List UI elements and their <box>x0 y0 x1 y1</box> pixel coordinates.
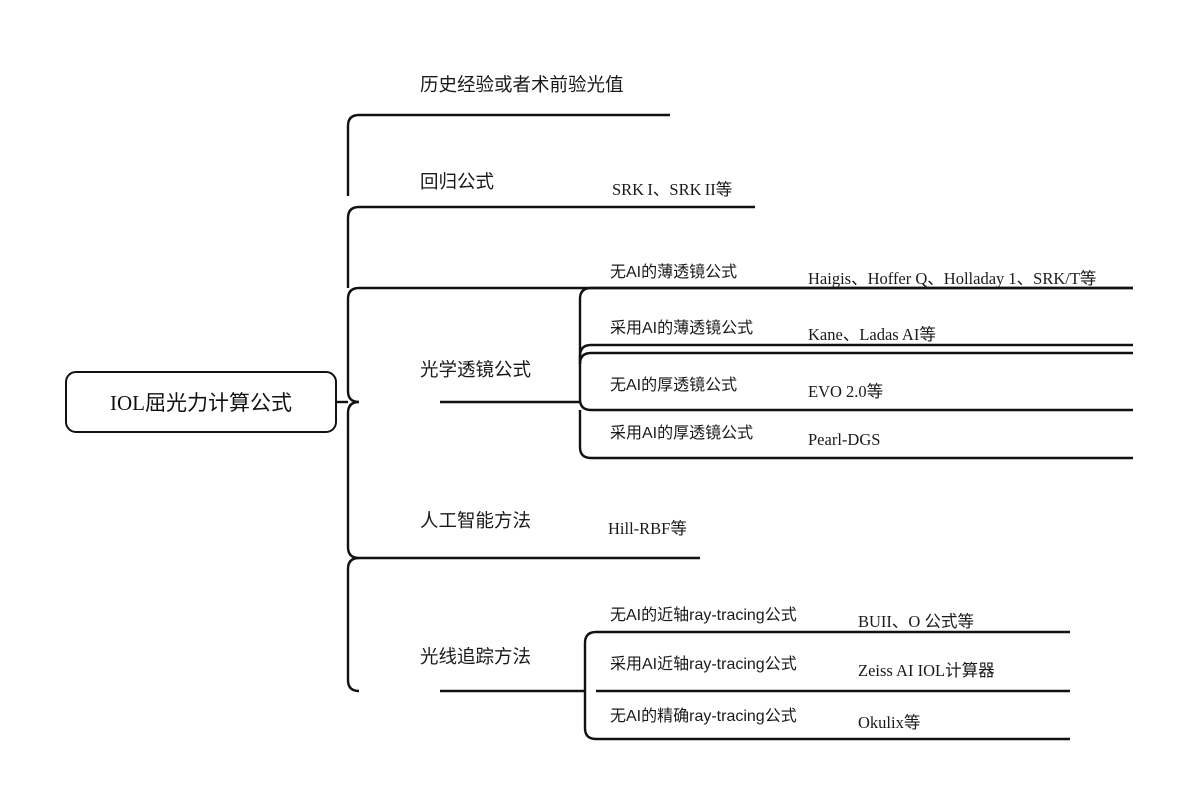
branch-label-history[interactable]: 历史经验或者术前验光值 <box>420 74 624 95</box>
child-label-optical-4[interactable]: 采用AI的厚透镜公式 <box>610 425 754 442</box>
child-value-raytracing-3: Okulix等 <box>858 713 921 732</box>
bracket-raytracing-lower <box>346 569 360 693</box>
child-value-optical-3: EVO 2.0等 <box>808 382 884 401</box>
child-label-optical-1[interactable]: 无AI的薄透镜公式 <box>610 264 738 281</box>
child-value-optical-1: Haigis、Hoffer Q、Holladay 1、SRK/T等 <box>808 269 1097 288</box>
child-value-raytracing-2: Zeiss AI IOL计算器 <box>858 661 995 680</box>
child-value-optical-2: Kane、Ladas AI等 <box>808 325 936 344</box>
child-label-raytracing-1[interactable]: 无AI的近轴ray-tracing公式 <box>610 607 797 624</box>
sub-bracket-optical-3a <box>578 351 1133 365</box>
branch-label-ai[interactable]: 人工智能方法 <box>420 510 532 531</box>
root-node[interactable]: IOL屈光力计算公式 <box>65 371 337 433</box>
leaf-value-regression: SRK I、SRK II等 <box>612 180 733 199</box>
child-value-optical-4: Pearl-DGS <box>808 430 881 449</box>
child-label-raytracing-3[interactable]: 无AI的精确ray-tracing公式 <box>610 708 797 725</box>
child-label-raytracing-2[interactable]: 采用AI近轴ray-tracing公式 <box>610 656 797 673</box>
branch-label-regression[interactable]: 回归公式 <box>420 171 495 192</box>
leaf-value-ai: Hill-RBF等 <box>608 519 687 538</box>
bracket-optical-lower <box>346 299 360 404</box>
bracket-raytracing-upper <box>346 556 360 570</box>
child-label-optical-3[interactable]: 无AI的厚透镜公式 <box>610 377 738 394</box>
child-label-optical-2[interactable]: 采用AI的薄透镜公式 <box>610 320 754 337</box>
root-node-label: IOL屈光力计算公式 <box>110 391 292 415</box>
child-value-raytracing-1: BUII、O 公式等 <box>858 612 974 631</box>
branch-label-optical[interactable]: 光学透镜公式 <box>420 359 532 380</box>
branch-label-raytracing[interactable]: 光线追踪方法 <box>420 646 532 667</box>
sub-bracket-optical-2 <box>578 343 1133 364</box>
bracket-ai-upper <box>346 400 360 414</box>
bracket-optical-upper <box>346 286 1133 300</box>
